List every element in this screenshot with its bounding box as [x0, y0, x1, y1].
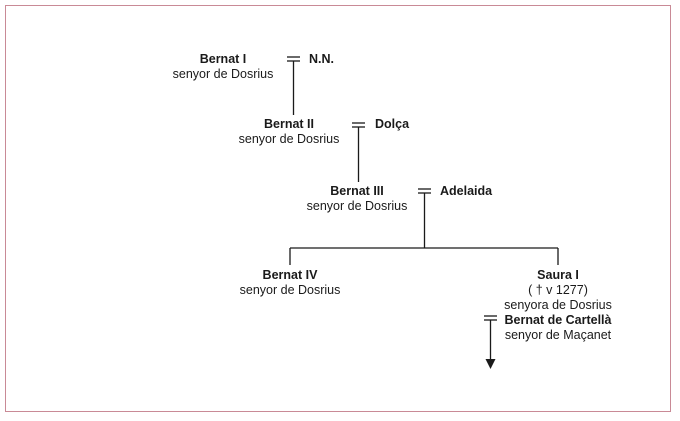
person-title: senyora de Dosrius: [504, 298, 612, 312]
person-bernat-i: Bernat I senyor de Dosrius: [168, 52, 278, 82]
person-title: senyor de Dosrius: [306, 199, 408, 213]
spouse-name: Bernat de Cartellà: [504, 313, 612, 327]
person-bernat-iv: Bernat IV senyor de Dosrius: [230, 268, 350, 298]
person-title: senyor de Dosrius: [172, 67, 274, 81]
person-bernat-iii: Bernat III senyor de Dosrius: [302, 184, 412, 214]
person-name: Bernat I: [199, 52, 247, 66]
spouse-title: senyor de Maçanet: [504, 328, 612, 342]
spouse-nn: N.N.: [309, 52, 334, 66]
person-name: Bernat IV: [262, 268, 318, 282]
person-name: Saura I: [537, 268, 579, 282]
spouse-dolca: Dolça: [375, 117, 410, 131]
person-bernat-ii: Bernat II senyor de Dosrius: [234, 117, 344, 147]
person-title: senyor de Dosrius: [238, 132, 340, 146]
person-dates: ( † v 1277): [528, 283, 588, 297]
spouse-adelaida: Adelaida: [440, 184, 493, 198]
person-name: Bernat II: [263, 117, 314, 131]
person-title: senyor de Dosrius: [239, 283, 341, 297]
person-name: Bernat III: [330, 184, 384, 198]
person-saura-i: Saura I ( † v 1277) senyora de Dosrius B…: [493, 268, 623, 343]
diagram-frame: [5, 5, 671, 412]
descendants-arrow: [485, 359, 496, 369]
